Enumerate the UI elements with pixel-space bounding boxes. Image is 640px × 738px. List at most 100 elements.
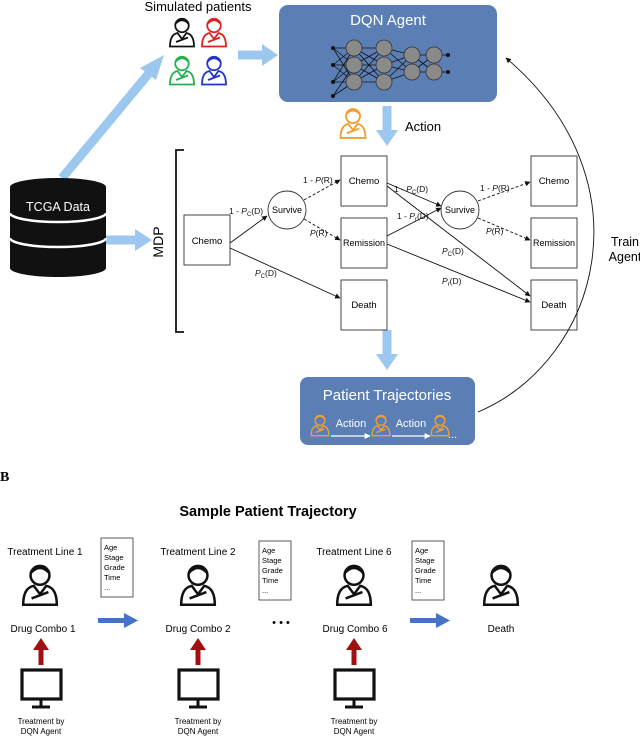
prob-labels: 1 - PC(D) 1 - P(R) P(R) PC(D) 1 - PC(D) … <box>229 175 510 288</box>
mdp-transitions <box>229 57 595 413</box>
mdp-bracket <box>175 149 184 333</box>
svg-text:...: ... <box>415 586 421 595</box>
treatment-line-6: Treatment Line 6 <box>316 547 392 558</box>
treatment-by-6b: DQN Agent <box>334 727 375 736</box>
svg-text:Chemo: Chemo <box>349 176 380 187</box>
dqn-agent-title: DQN Agent <box>350 12 427 29</box>
state-death-end: Death <box>530 279 578 331</box>
svg-text:Time: Time <box>104 573 120 582</box>
monitor-icon-2 <box>177 668 220 709</box>
line-arrow-1 <box>98 613 138 628</box>
treatment-by-2b: DQN Agent <box>178 727 219 736</box>
svg-text:Stage: Stage <box>104 553 124 562</box>
traj-action-1: Action <box>336 418 367 430</box>
state-chemo-start: Chemo <box>183 214 231 266</box>
state-remission-mid: Remission <box>340 217 388 269</box>
svg-text:1 - P(R): 1 - P(R) <box>303 175 333 185</box>
svg-text:1 - PC(D): 1 - PC(D) <box>229 206 263 218</box>
svg-text:Remission: Remission <box>343 238 385 248</box>
death-label: Death <box>488 624 515 635</box>
svg-text:Chemo: Chemo <box>192 236 223 247</box>
mdp-label: MDP <box>150 226 166 257</box>
train-label: Train <box>611 235 639 249</box>
svg-text:Death: Death <box>351 300 376 311</box>
monitor-icon-1 <box>20 668 63 709</box>
svg-text:Death: Death <box>541 300 566 311</box>
line-arrow-2 <box>410 613 450 628</box>
monitor-icon-6 <box>333 668 376 709</box>
red-arrow-6 <box>346 638 362 665</box>
treatment-by-1a: Treatment by <box>18 717 65 726</box>
svg-text:Time: Time <box>415 576 431 585</box>
svg-text:Grade: Grade <box>104 563 125 572</box>
svg-text:Age: Age <box>262 546 275 555</box>
arrow-dqn-to-mdp <box>376 106 398 146</box>
state-survive-2: Survive <box>440 190 480 230</box>
treatment-line-1: Treatment Line 1 <box>7 547 83 558</box>
agent-label: Agent <box>609 250 640 264</box>
svg-text:Grade: Grade <box>415 566 436 575</box>
svg-text:1 - P(R): 1 - P(R) <box>480 183 510 193</box>
tcga-database-icon: TCGA Data <box>8 178 108 277</box>
svg-text:P(R): P(R) <box>486 226 504 236</box>
svg-text:PC(D): PC(D) <box>442 246 464 258</box>
patient-info-card-3: AgeStageGradeTime... <box>411 540 445 601</box>
svg-text:Time: Time <box>262 576 278 585</box>
patient-icon-red <box>201 17 227 48</box>
arrow-patients-to-dqn <box>238 44 278 66</box>
dqn-agent-panel: DQN Agent <box>279 5 497 102</box>
svg-text:Survive: Survive <box>272 205 302 215</box>
patient-icon-green <box>169 55 195 86</box>
svg-text:Age: Age <box>415 546 428 555</box>
treatment-by-6a: Treatment by <box>331 717 378 726</box>
state-chemo-mid: Chemo <box>340 155 388 207</box>
drug-combo-6: Drug Combo 6 <box>322 624 387 635</box>
drug-combo-2: Drug Combo 2 <box>165 624 230 635</box>
patient-icon-line-6 <box>335 564 373 606</box>
treatment-by-1b: DQN Agent <box>21 727 62 736</box>
drug-combo-1: Drug Combo 1 <box>10 624 75 635</box>
sample-trajectory-title: Sample Patient Trajectory <box>179 504 356 520</box>
patient-icon-orange <box>339 108 367 139</box>
red-arrow-2 <box>190 638 206 665</box>
patient-trajectories-title: Patient Trajectories <box>323 387 451 404</box>
svg-text:P(R): P(R) <box>310 228 328 238</box>
patient-icon-black <box>169 17 195 48</box>
ellipsis-dots: • • • <box>272 617 290 629</box>
patient-info-card-2: AgeStageGradeTime... <box>258 540 292 601</box>
svg-text:...: ... <box>104 583 110 592</box>
simulated-patients-label: Simulated patients <box>145 0 252 14</box>
arrow-tcga-to-patients <box>58 55 164 181</box>
patient-icon-line-1 <box>21 564 59 606</box>
red-arrow-1 <box>33 638 49 665</box>
panel-b-label: B <box>0 470 9 485</box>
patient-trajectories-panel: Patient Trajectories Action Action ... <box>300 377 475 445</box>
svg-text:Stage: Stage <box>262 556 282 565</box>
arrow-tcga-to-mdp <box>104 229 152 251</box>
state-death-mid: Death <box>340 279 388 331</box>
treatment-line-2: Treatment Line 2 <box>160 547 236 558</box>
treatment-by-2a: Treatment by <box>175 717 222 726</box>
svg-text:Pr(D): Pr(D) <box>442 276 462 288</box>
svg-text:Grade: Grade <box>262 566 283 575</box>
svg-text:...: ... <box>262 586 268 595</box>
traj-action-2: Action <box>396 418 427 430</box>
patient-icon-blue <box>201 55 227 86</box>
tcga-label: TCGA Data <box>26 200 90 214</box>
svg-text:1 - PC(D): 1 - PC(D) <box>394 184 428 196</box>
traj-ellipsis: ... <box>448 429 457 441</box>
svg-text:Remission: Remission <box>533 238 575 248</box>
svg-text:Age: Age <box>104 543 117 552</box>
arrow-mdp-to-trajectories <box>376 330 398 370</box>
svg-text:Chemo: Chemo <box>539 176 570 187</box>
svg-text:PC(D): PC(D) <box>255 268 277 280</box>
state-chemo-end: Chemo <box>530 155 578 207</box>
svg-text:Stage: Stage <box>415 556 435 565</box>
state-remission-end: Remission <box>530 217 578 269</box>
svg-text:Survive: Survive <box>445 205 475 215</box>
patient-icon-line-2 <box>179 564 217 606</box>
state-survive-1: Survive <box>267 190 307 230</box>
svg-text:1 - Pr(D): 1 - Pr(D) <box>397 211 429 223</box>
action-label: Action <box>405 119 441 134</box>
